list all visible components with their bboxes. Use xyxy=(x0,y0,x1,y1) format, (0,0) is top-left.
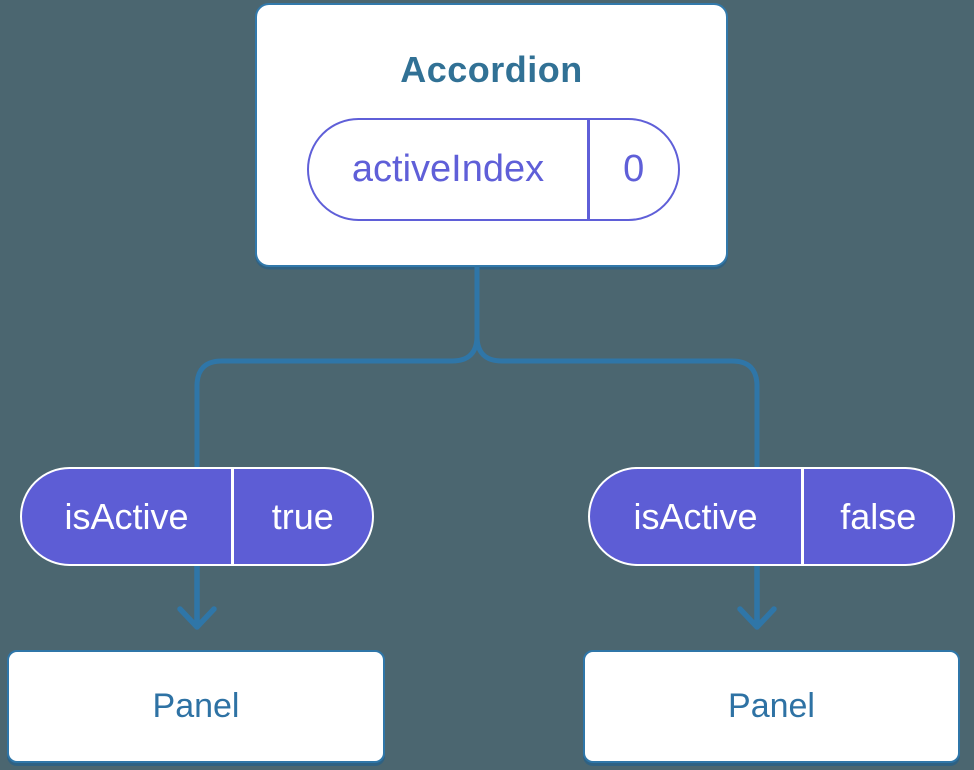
isactive-value: false xyxy=(840,495,917,537)
panel-left-label: Panel xyxy=(152,687,240,725)
isactive-label: isActive xyxy=(633,495,758,537)
connector-left-branch xyxy=(194,266,480,468)
pill-divider xyxy=(801,469,804,564)
arrow-left xyxy=(177,563,217,630)
panel-right-label: Panel xyxy=(728,687,815,725)
accordion-title: Accordion xyxy=(400,49,583,90)
activeindex-pill-value: 0 xyxy=(623,148,645,190)
isactive-value: true xyxy=(271,495,334,537)
activeindex-pill-label: activeIndex xyxy=(351,148,545,190)
pill-divider xyxy=(587,120,590,219)
accordion-card: Accordion activeIndex 0 xyxy=(255,3,728,267)
connector-right-branch xyxy=(474,266,760,468)
pill-divider xyxy=(231,469,234,564)
activeindex-pill: activeIndex 0 xyxy=(307,118,680,221)
isactive-pill-true: isActive true xyxy=(20,467,374,566)
panel-left: Panel xyxy=(7,650,385,763)
isactive-label: isActive xyxy=(64,495,189,537)
arrow-right xyxy=(737,563,777,630)
panel-right: Panel xyxy=(583,650,960,763)
isactive-pill-false: isActive false xyxy=(588,467,955,566)
